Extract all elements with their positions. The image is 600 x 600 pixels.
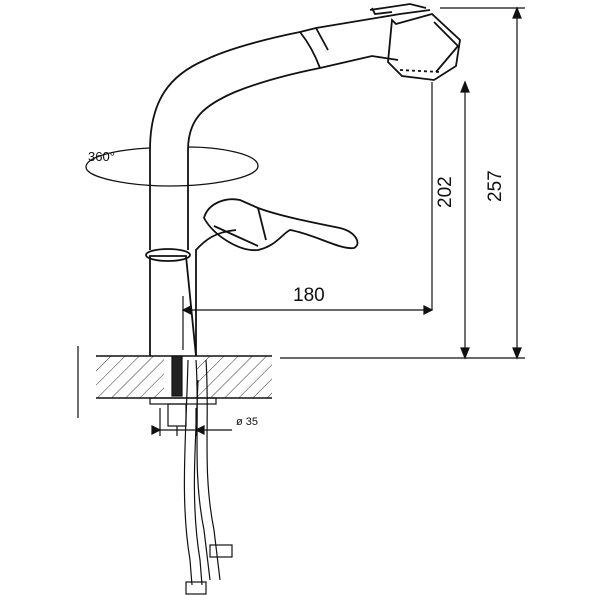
dimension-lines	[151, 6, 525, 436]
total-height-dimension: 257	[485, 170, 506, 202]
rotation-indicator	[85, 146, 259, 187]
hole-diameter-dimension: ø 35	[236, 416, 259, 428]
mounting-and-hoses	[149, 355, 233, 595]
aerator-height-dimension: 202	[435, 176, 456, 208]
handle-lever	[203, 198, 359, 251]
spout-reach-dimension: 180	[293, 285, 325, 306]
spray-head	[299, 3, 461, 81]
faucet-body	[145, 31, 321, 357]
rotation-label: 360°	[88, 149, 115, 164]
